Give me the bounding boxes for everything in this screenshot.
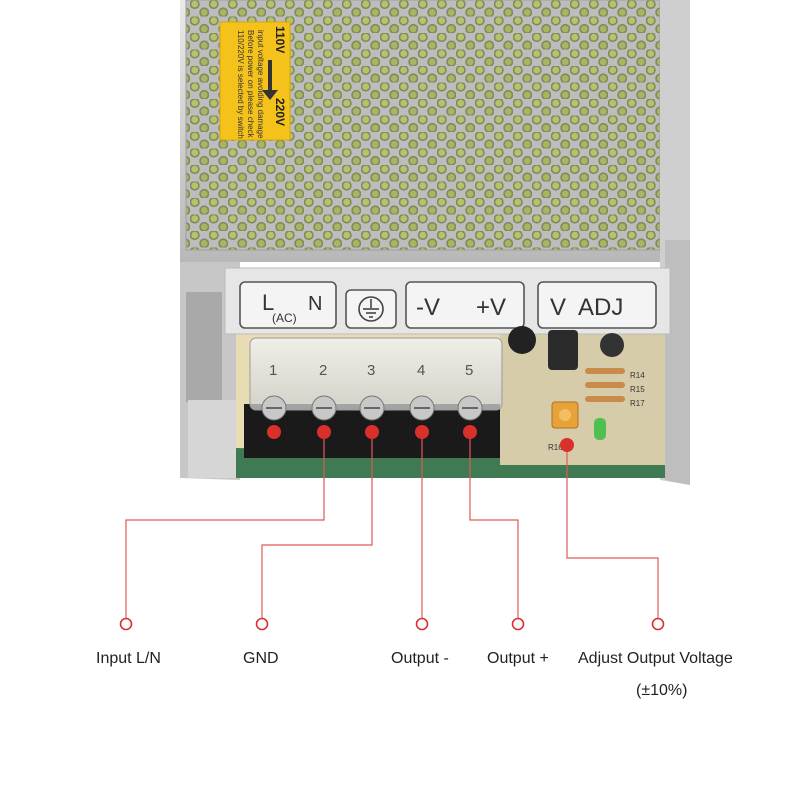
sticker-voltage-high: 220V [273,98,287,126]
sticker-warning-3: input voltage avoiding damage [256,30,265,139]
sticker-warning-1: 110/220V is selected by switch [236,30,245,139]
switch-arrow-icon [262,60,278,100]
terminal-3[interactable]: 3 [359,362,385,421]
terminal-number-5: 5 [465,362,473,379]
terminal-number-3: 3 [367,362,375,379]
connection-point-marker [317,425,331,439]
terminal-4[interactable]: 4 [409,362,435,421]
terminal-number-4: 4 [417,362,425,379]
connection-point-marker [463,425,477,439]
sticker-warning-2: Before power on please check [246,30,255,139]
connection-point-marker [560,438,574,452]
callout-adjust-range: (±10%) [636,682,688,699]
led-indicator [594,418,606,440]
connection-point-marker [267,425,281,439]
callout-gnd: GND [243,650,279,667]
label-neg-v: -V [416,294,440,321]
terminal-5[interactable]: 5 [457,362,483,421]
callout-endpoint-marker [255,617,269,631]
pcb-r15: R15 [630,385,645,394]
callout-output-neg: Output - [391,650,449,667]
callout-endpoint-marker [119,617,133,631]
pcb-components: R14 R15 R17 R16 [508,326,645,452]
terminal-number-1: 1 [269,362,277,379]
enclosure-top [180,0,690,262]
pcb-r14: R14 [630,371,645,380]
callout-endpoint-marker [511,617,525,631]
callout-endpoint-marker [415,617,429,631]
callout-lines [125,432,659,624]
callout-adjust: Adjust Output Voltage [578,650,733,667]
label-pos-v: +V [476,294,506,321]
connection-point-marker [415,425,429,439]
callout-output-pos: Output + [487,650,549,667]
label-ac: (AC) [272,311,297,325]
connection-point-marker [365,425,379,439]
terminal-number-2: 2 [319,362,327,379]
label-n: N [308,293,322,315]
warning-sticker: 110/220V is selected by switch Before po… [219,21,291,141]
label-v-adj: V ADJ [550,294,623,321]
terminal-label-panel: L (AC) N -V +V V ADJ [224,267,671,335]
ground-icon [358,296,384,322]
terminal-2[interactable]: 2 [311,362,337,421]
callout-input-ln: Input L/N [96,650,161,667]
sticker-voltage-low: 110V [273,26,287,53]
pcb-r16: R16 [548,443,563,452]
label-l: L [262,290,274,315]
callout-endpoint-marker [651,617,665,631]
pcb-r17: R17 [630,399,645,408]
terminal-1[interactable]: 1 [261,362,287,421]
enclosure-side [660,0,690,485]
